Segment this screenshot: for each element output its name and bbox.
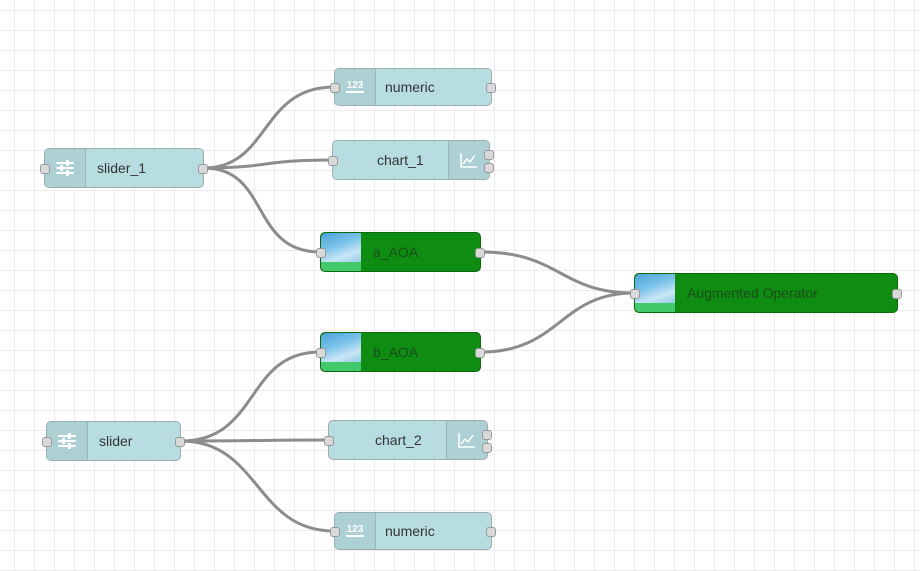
numeric-icon: 123 [335, 513, 376, 549]
wire-slider_1-a_aoa[interactable] [202, 166, 322, 254]
node-label: b_AOA [373, 344, 419, 360]
output-port[interactable] [486, 83, 496, 93]
wire-a_aoa-augmented_operator[interactable] [479, 250, 636, 295]
wire-slider_1-numeric[interactable] [202, 85, 336, 170]
input-port[interactable] [330, 83, 340, 93]
aoa-image-icon [635, 274, 675, 312]
input-port[interactable] [324, 436, 334, 446]
output-port[interactable] [198, 164, 208, 174]
wire-slider_1-chart_1[interactable] [202, 158, 334, 170]
node-chart-2[interactable]: chart_2 [324, 420, 492, 460]
chart-line-icon [448, 141, 489, 179]
node-b-aoa[interactable]: b_AOA [316, 332, 485, 372]
aoa-image-icon [321, 333, 361, 371]
node-augmented-operator[interactable]: Augmented Operator [630, 273, 902, 313]
output-port[interactable] [892, 289, 902, 299]
output-port-2[interactable] [484, 163, 494, 173]
output-port-1[interactable] [482, 430, 492, 440]
node-label: slider_1 [97, 160, 147, 176]
input-port[interactable] [330, 527, 340, 537]
input-port[interactable] [630, 289, 640, 299]
slider-icon [47, 422, 88, 460]
output-port[interactable] [486, 527, 496, 537]
input-port[interactable] [316, 348, 326, 358]
node-chart-1[interactable]: chart_1 [328, 140, 494, 180]
node-label: slider [99, 433, 133, 449]
output-port[interactable] [475, 348, 485, 358]
numeric-icon: 123 [335, 69, 376, 105]
node-label: Augmented Operator [687, 285, 818, 301]
slider-icon [45, 149, 86, 187]
node-numeric-bottom[interactable]: 123 numeric [330, 512, 496, 550]
node-slider-1[interactable]: slider_1 [40, 148, 208, 188]
node-label: chart_2 [375, 432, 422, 448]
wire-slider-chart_2[interactable] [179, 438, 330, 443]
output-port-2[interactable] [482, 443, 492, 453]
input-port[interactable] [42, 437, 52, 447]
wire-slider-numeric[interactable] [179, 439, 336, 533]
output-port[interactable] [175, 437, 185, 447]
node-label: numeric [385, 79, 435, 95]
wire-b_aoa-augmented_operator[interactable] [479, 291, 636, 354]
node-a-aoa[interactable]: a_AOA [316, 232, 485, 272]
output-port-1[interactable] [484, 150, 494, 160]
node-numeric-top[interactable]: 123 numeric [330, 68, 496, 106]
chart-line-icon [446, 421, 487, 459]
node-label: chart_1 [377, 152, 424, 168]
wire-slider-b_aoa[interactable] [179, 350, 322, 443]
input-port[interactable] [328, 156, 338, 166]
output-port[interactable] [475, 248, 485, 258]
node-slider[interactable]: slider [42, 421, 185, 461]
node-label: a_AOA [373, 244, 419, 260]
input-port[interactable] [316, 248, 326, 258]
aoa-image-icon [321, 233, 361, 271]
node-label: numeric [385, 523, 435, 539]
input-port[interactable] [40, 164, 50, 174]
